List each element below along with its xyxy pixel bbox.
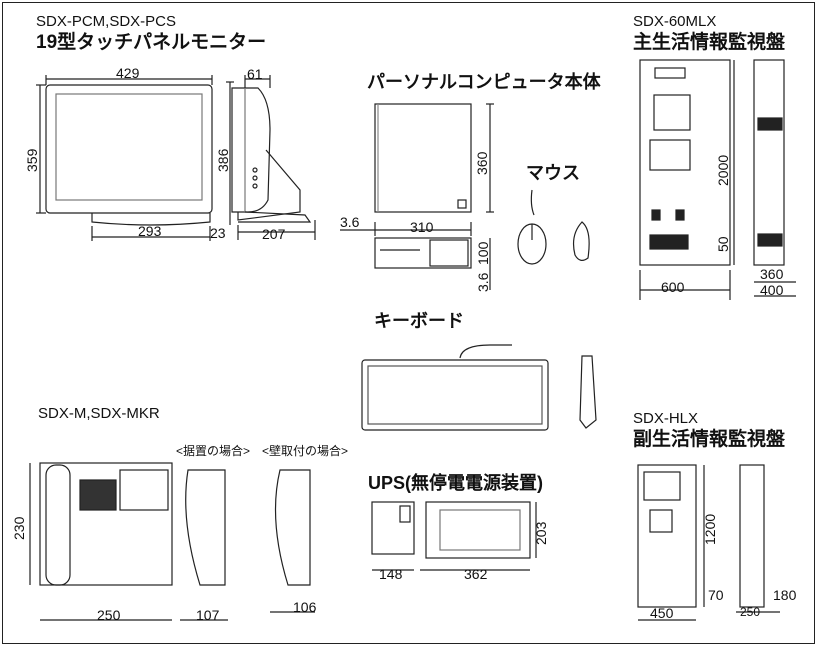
mouse-title: マウス: [526, 163, 580, 183]
main-panel-bottom-dim: 50: [715, 236, 731, 252]
sub-panel-model: SDX-HLX: [633, 410, 699, 427]
sub-panel-width-dim: 450: [650, 605, 674, 621]
sub-panel-depth-a-dim: 70: [708, 587, 724, 603]
main-panel-width-dim: 600: [661, 279, 685, 295]
sub-panel-depth-b-dim: 180: [773, 587, 797, 603]
handset-depth-desk-dim: 107: [196, 607, 220, 623]
main-panel-model: SDX-60MLX: [633, 13, 717, 30]
monitor-depth-dim: 61: [247, 66, 263, 82]
monitor-model: SDX-PCM,SDX-PCS: [36, 13, 177, 30]
handset-height-dim: 230: [11, 516, 27, 540]
monitor-front-drawing: [36, 75, 213, 241]
main-panel-depth-inner-dim: 360: [760, 266, 784, 282]
monitor-height-dim: 359: [24, 148, 40, 172]
pc-depth-dim: 100: [475, 241, 491, 265]
keyboard-title: キーボード: [374, 311, 464, 331]
handset-desk-label: <据置の場合>: [176, 444, 251, 458]
sub-panel-drawing: [637, 464, 780, 621]
pc-height-dim: 360: [474, 151, 490, 175]
pc-title: パーソナルコンピュータ本体: [367, 72, 601, 92]
monitor-base-depth-dim: 207: [262, 226, 286, 242]
keyboard-drawing: [361, 344, 597, 431]
sub-panel-depth-total-dim: 250: [740, 605, 761, 619]
monitor-base-width-dim: 293: [138, 223, 162, 239]
main-panel-title: 主生活情報監視盤: [633, 32, 786, 53]
sub-panel-height-dim: 1200: [702, 513, 718, 545]
monitor-title: 19型タッチパネルモニター: [36, 32, 267, 53]
sub-panel-title: 副生活情報監視盤: [633, 429, 786, 450]
main-panel-height-dim: 2000: [715, 154, 731, 186]
ups-title: UPS(無停電電源装置): [368, 473, 543, 493]
monitor-side-height-dim: 386: [215, 148, 231, 172]
pc-offset-dim: 3.6: [340, 214, 360, 230]
ups-width-b-dim: 362: [464, 566, 488, 582]
monitor-width-dim: 429: [116, 65, 140, 81]
handset-width-dim: 250: [97, 607, 121, 623]
monitor-side-drawing: [226, 75, 316, 240]
main-panel-drawing: [639, 59, 796, 300]
handset-depth-wall-dim: 106: [293, 599, 317, 615]
main-panel-depth-outer-dim: 400: [760, 282, 784, 298]
ups-width-a-dim: 148: [379, 566, 403, 582]
ups-drawing: [371, 501, 537, 571]
handset-drawing: [29, 462, 315, 621]
handset-wall-label: <壁取付の場合>: [262, 444, 349, 458]
pc-width-dim: 310: [410, 219, 434, 235]
handset-model: SDX-M,SDX-MKR: [38, 405, 160, 422]
pc-foot-dim: 3.6: [475, 272, 491, 292]
pc-tower-drawing: [340, 103, 494, 290]
monitor-base-offset-dim: 23: [210, 225, 226, 241]
mouse-drawing: [517, 189, 590, 265]
ups-height-dim: 203: [533, 521, 549, 545]
